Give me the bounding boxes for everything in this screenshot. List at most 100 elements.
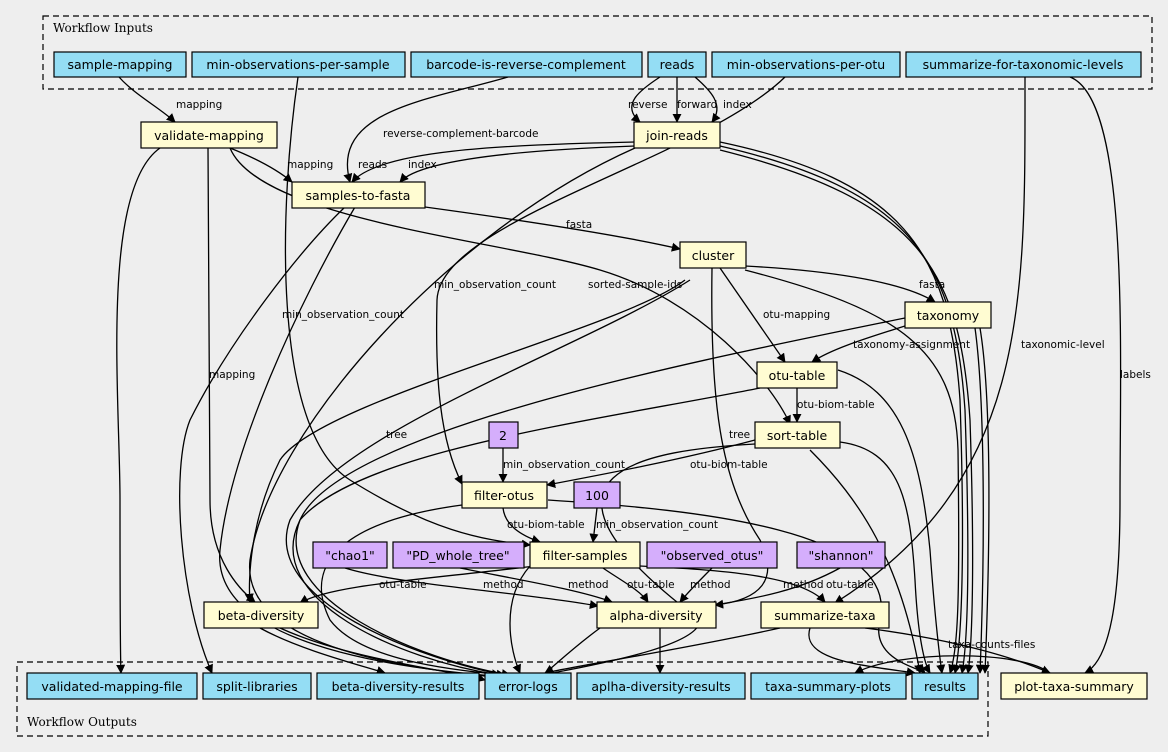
node-label: min-observations-per-otu xyxy=(727,57,885,72)
edge-label: reverse-complement-barcode xyxy=(383,128,538,140)
step-node-summarize-taxa[interactable]: summarize-taxa xyxy=(760,601,890,629)
inputs-cluster: Workflow Inputs xyxy=(42,15,1153,90)
edge-jr-errorlogs xyxy=(249,147,636,682)
edge-taxonomy-errorlogs xyxy=(295,317,906,679)
edge-label: otu-table xyxy=(826,579,874,591)
input-node-reads[interactable]: reads xyxy=(647,51,707,78)
output-node-aplha-diversity-results[interactable]: aplha-diversity-results xyxy=(576,672,746,700)
node-label: min-observations-per-sample xyxy=(206,57,389,72)
edge-cluster-alpha-tree xyxy=(711,267,769,609)
node-label: taxa-summary-plots xyxy=(765,679,891,694)
edge-alpha-errorlogs xyxy=(544,627,601,674)
edge-observed-alpha xyxy=(679,567,713,603)
edge-label: fasta xyxy=(566,219,592,231)
node-label: "observed_otus" xyxy=(661,548,764,563)
edge-label: method xyxy=(483,579,524,591)
edge-label: min_observation_count xyxy=(434,279,556,291)
node-label: join-reads xyxy=(645,128,708,143)
edge-fs-alpha xyxy=(599,565,649,603)
edge-label: mapping xyxy=(176,99,222,111)
step-node-validate-mapping[interactable]: validate-mapping xyxy=(140,121,278,149)
step-node-filter-samples[interactable]: filter-samples xyxy=(529,541,641,569)
edge-levels-plot xyxy=(1069,76,1122,674)
node-label: "PD_whole_tree" xyxy=(406,548,509,563)
edge-summarize-plot xyxy=(864,627,1051,674)
edge-filterotus-errorlogs xyxy=(320,504,506,679)
step-node-samples-to-fasta[interactable]: samples-to-fasta xyxy=(291,181,426,209)
edge-label: tree xyxy=(729,429,750,441)
edge-label: forward xyxy=(677,99,717,111)
constant-node-observed-otus[interactable]: "observed_otus" xyxy=(646,541,778,569)
edge-jr-stf-index xyxy=(399,145,636,183)
edge-beta-betaresults xyxy=(259,627,386,675)
edge-label: min_observation_count xyxy=(503,459,625,471)
step-node-plot-taxa-summary[interactable]: plot-taxa-summary xyxy=(1000,672,1148,700)
edge-reads-reverse xyxy=(630,76,661,123)
output-node-validated-mapping-file[interactable]: validated-mapping-file xyxy=(26,672,198,700)
edge-jr-stf-reads xyxy=(351,141,636,183)
node-label: sample-mapping xyxy=(68,57,173,72)
constant-node-pd-whole-tree[interactable]: "PD_whole_tree" xyxy=(392,541,525,569)
node-label: reads xyxy=(660,57,695,72)
edge-label: index xyxy=(723,99,752,111)
constant-node-100[interactable]: 100 xyxy=(573,481,621,509)
edge-sorttable-results xyxy=(839,441,931,674)
step-node-cluster[interactable]: cluster xyxy=(679,241,747,269)
edge-label: taxa-counts-files xyxy=(948,639,1035,651)
node-label: 100 xyxy=(585,488,609,503)
edge-label: fasta xyxy=(919,279,945,291)
step-node-join-reads[interactable]: join-reads xyxy=(633,121,721,149)
input-node-barcode-is-reverse-complement[interactable]: barcode-is-reverse-complement xyxy=(410,51,643,78)
edge-jr-results-1 xyxy=(719,141,964,674)
input-node-summarize-for-taxonomic-levels[interactable]: summarize-for-taxonomic-levels xyxy=(905,51,1142,78)
step-node-sort-table[interactable]: sort-table xyxy=(754,421,841,449)
edge-fs-beta xyxy=(299,565,536,604)
edge-label: labels xyxy=(1120,369,1151,381)
input-node-min-observations-per-sample[interactable]: min-observations-per-sample xyxy=(191,51,406,78)
input-node-min-observations-per-otu[interactable]: min-observations-per-otu xyxy=(711,51,901,78)
edge-chao1-alpha xyxy=(344,567,599,610)
output-node-error-logs[interactable]: error-logs xyxy=(484,672,572,700)
constant-node-shannon[interactable]: "shannon" xyxy=(796,541,886,569)
edge-barcode-stf xyxy=(343,76,509,183)
edge-sample-mapping-validate xyxy=(118,76,176,123)
step-node-filter-otus[interactable]: filter-otus xyxy=(461,481,548,509)
edge-sorttable-filterotus xyxy=(546,439,756,488)
output-node-results[interactable]: results xyxy=(911,672,979,700)
node-label: filter-samples xyxy=(543,548,628,563)
output-node-split-libraries[interactable]: split-libraries xyxy=(202,672,312,700)
edge-taxonomy-otutable xyxy=(811,325,906,363)
edge-otutable-results xyxy=(837,369,946,674)
step-node-taxonomy[interactable]: taxonomy xyxy=(904,301,992,329)
edge-label: method xyxy=(568,579,609,591)
edge-summarize-results xyxy=(808,627,916,677)
node-label: aplha-diversity-results xyxy=(591,679,730,694)
output-node-beta-diversity-results[interactable]: beta-diversity-results xyxy=(316,672,480,700)
edge-label: taxonomic-level xyxy=(1021,339,1105,351)
edge-summarize-errorlogs xyxy=(544,627,781,676)
edge-filterotus-results xyxy=(547,499,926,674)
node-label: cluster xyxy=(692,248,735,263)
output-node-taxa-summary-plots[interactable]: taxa-summary-plots xyxy=(750,672,907,700)
edge-vm-stf xyxy=(229,147,293,183)
step-node-alpha-diversity[interactable]: alpha-diversity xyxy=(596,601,717,629)
node-label: taxonomy xyxy=(917,308,980,323)
constant-node-2[interactable]: 2 xyxy=(488,421,519,449)
step-node-beta-diversity[interactable]: beta-diversity xyxy=(203,601,319,629)
node-label: sort-table xyxy=(767,428,828,443)
constant-node-chao1[interactable]: "chao1" xyxy=(312,541,388,569)
step-node-otu-table[interactable]: otu-table xyxy=(756,361,838,389)
edge-stf-errorlogs xyxy=(219,206,506,681)
edge-sorttable-results-2 xyxy=(809,449,924,674)
edge-stf-cluster xyxy=(424,206,681,252)
node-label: "shannon" xyxy=(808,548,873,563)
node-label: summarize-for-taxonomic-levels xyxy=(923,57,1124,72)
outputs-cluster-label: Workflow Outputs xyxy=(27,715,137,729)
edge-jr-results-2 xyxy=(719,145,969,674)
input-node-sample-mapping[interactable]: sample-mapping xyxy=(53,51,187,78)
edge-label: otu-mapping xyxy=(763,309,830,321)
edge-label: otu-biom-table xyxy=(797,399,875,411)
edge-minsample-filtersamples xyxy=(284,76,531,549)
node-label: validate-mapping xyxy=(154,128,264,143)
